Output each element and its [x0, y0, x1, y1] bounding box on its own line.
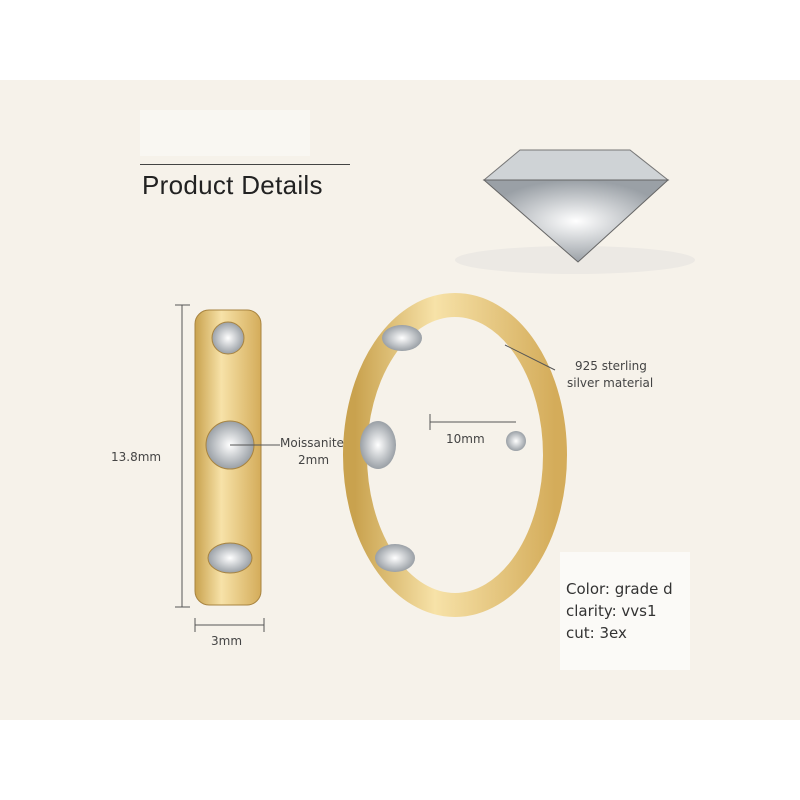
page-title: Product Details	[142, 170, 323, 200]
stone-label: Moissanite	[280, 436, 344, 450]
dimension-lines	[175, 304, 556, 632]
spec-color: Color: grade d	[566, 580, 673, 598]
diameter-label: 10mm	[446, 432, 485, 446]
height-label: 13.8mm	[111, 450, 162, 464]
title-divider	[140, 164, 350, 165]
spec-box: Color: grade d clarity: vvs1 cut: 3ex	[560, 552, 690, 670]
earring-side-view	[194, 309, 262, 606]
width-label: 3mm	[211, 634, 243, 648]
stone-size-label: 2mm	[298, 453, 330, 467]
material-line2: silver material	[567, 376, 654, 390]
spec-clarity: clarity: vvs1	[566, 602, 657, 620]
diamond-image	[455, 149, 695, 274]
spec-cut: cut: 3ex	[566, 624, 627, 642]
material-line1: 925 sterling	[575, 359, 647, 373]
earring-front-view	[343, 293, 567, 617]
faded-banner	[140, 110, 310, 156]
